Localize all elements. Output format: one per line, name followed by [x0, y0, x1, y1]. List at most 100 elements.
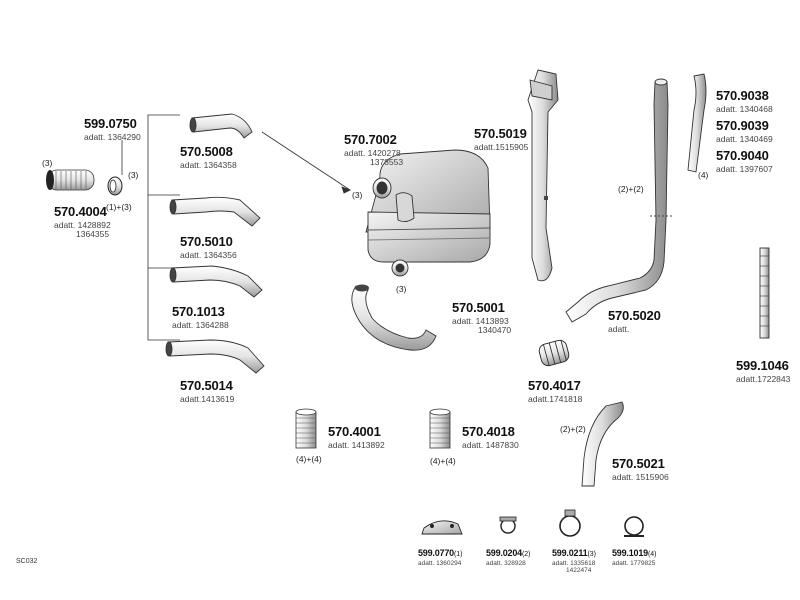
- part-qty: (4): [647, 551, 657, 558]
- part-number: 570.5019: [474, 126, 527, 141]
- label-570-4001: 570.4001 adatt. 1413892: [328, 424, 385, 450]
- pipe-group-left: [165, 113, 265, 374]
- part-sub: adatt. 1420278: [344, 147, 401, 158]
- label-599-0770: 599.0770(1) adatt. 1360294: [418, 544, 463, 568]
- part-sub: adatt. 1413893: [452, 315, 509, 326]
- joint-570-4017: [538, 339, 570, 367]
- part-sub: adatt.1722843: [736, 373, 791, 384]
- clamp-599-0750: [107, 176, 123, 196]
- part-sub: adatt. 1340468: [716, 103, 773, 114]
- label-570-4004: 570.4004 adatt. 1428892 1364355: [54, 204, 111, 239]
- part-number: 570.5020: [608, 308, 661, 323]
- diagram-code: SC032: [16, 558, 38, 565]
- part-number: 599.0211: [552, 548, 588, 558]
- corrugated-pipe-570-4004: [46, 169, 95, 191]
- pipe-570-5021: [581, 401, 624, 487]
- part-number: 599.1046: [736, 358, 789, 373]
- clamp-599-1019: [624, 516, 644, 537]
- part-sub: adatt.1741818: [528, 393, 583, 404]
- pipe-570-5001: [351, 285, 437, 351]
- part-number: 570.9039: [716, 118, 769, 133]
- part-sub: adatt. 1397607: [716, 163, 773, 174]
- qty-note: (4)+(4): [430, 456, 456, 466]
- part-number: 599.0750: [84, 116, 137, 131]
- label-570-1013: 570.1013 adatt. 1364288: [172, 304, 229, 330]
- part-sub: adatt. 1515906: [612, 471, 669, 482]
- strip-599-1046: [759, 247, 770, 339]
- qty-note: (3): [42, 158, 53, 168]
- clamp-599-0204: [499, 516, 517, 534]
- part-sub: adatt. 1335618: [552, 559, 596, 567]
- label-570-5010: 570.5010 adatt. 1364356: [180, 234, 237, 260]
- part-number: 570.9038: [716, 88, 769, 103]
- part-number: 570.9040: [716, 148, 769, 163]
- part-sub: adatt. 1428892: [54, 219, 111, 230]
- part-number: 570.5014: [180, 378, 233, 393]
- pipe-570-5019: [527, 69, 559, 282]
- part-number: 570.4018: [462, 424, 515, 439]
- part-sub: adatt. 1364290: [84, 131, 141, 142]
- part-number: 570.5001: [452, 300, 505, 315]
- part-sub: adatt. 1340469: [716, 133, 773, 144]
- label-570-5008: 570.5008 adatt. 1364358: [180, 144, 237, 170]
- label-570-5014: 570.5014 adatt.1413619: [180, 378, 234, 404]
- label-570-4018: 570.4018 adatt. 1487830: [462, 424, 519, 450]
- part-sub: adatt. 1360294: [418, 559, 462, 567]
- part-qty: (1): [453, 551, 463, 558]
- label-599-1019: 599.1019(4) adatt. 1779825: [612, 544, 657, 568]
- qty-note: (4): [698, 170, 709, 180]
- part-sub: adatt. 1487830: [462, 439, 519, 450]
- bracket-599-0770: [421, 520, 463, 535]
- part-sub2: 1422474: [566, 566, 592, 574]
- muffler-570-7002: [365, 149, 491, 277]
- part-qty: (3): [587, 551, 597, 558]
- label-570-9040: 570.9040 adatt. 1397607: [716, 148, 773, 174]
- label-599-0211: 599.0211(3) adatt. 1335618 1422474: [552, 544, 596, 574]
- leader-lines: [121, 114, 351, 341]
- part-number: 599.0770: [418, 548, 454, 558]
- part-sub2: 1340470: [478, 324, 512, 335]
- part-qty: (2): [521, 551, 531, 558]
- part-number: 570.1013: [172, 304, 225, 319]
- part-sub: adatt. 1413892: [328, 439, 385, 450]
- qty-note: (3): [396, 284, 407, 294]
- qty-note: (1)+(3): [106, 202, 132, 212]
- label-570-4017: 570.4017 adatt.1741818: [528, 378, 582, 404]
- flex-tube-570-4001: [295, 408, 317, 449]
- label-570-9039: 570.9039 adatt. 1340469: [716, 118, 773, 144]
- part-sub: adatt. 1364288: [172, 319, 229, 330]
- part-sub2: 1364355: [76, 228, 110, 239]
- part-number: 570.5008: [180, 144, 233, 159]
- part-number: 570.7002: [344, 132, 397, 147]
- qty-note: (3): [352, 190, 363, 200]
- part-sub: adatt.: [608, 323, 630, 334]
- part-sub: adatt. 1364358: [180, 159, 237, 170]
- clamp-599-0211: [559, 509, 581, 537]
- label-570-5001: 570.5001 adatt. 1413893 1340470: [452, 300, 511, 335]
- pipe-570-9038: [687, 73, 707, 173]
- label-599-0204: 599.0204(2) adatt. 328928: [486, 544, 531, 568]
- part-sub: adatt.1515905: [474, 141, 529, 152]
- pipe-570-5020: [565, 78, 672, 323]
- part-number: 570.4004: [54, 204, 107, 219]
- part-sub2: 1378553: [370, 156, 404, 167]
- part-number: 599.1019: [612, 548, 648, 558]
- part-sub: adatt.1413619: [180, 393, 235, 404]
- part-sub: adatt. 328928: [486, 559, 526, 567]
- label-570-5021: 570.5021 adatt. 1515906: [612, 456, 669, 482]
- label-599-0750: 599.0750 adatt. 1364290: [84, 116, 141, 142]
- label-570-5020: 570.5020 adatt.: [608, 308, 661, 334]
- part-number: 570.5021: [612, 456, 665, 471]
- part-number: 570.4017: [528, 378, 581, 393]
- label-570-9038: 570.9038 adatt. 1340468: [716, 88, 773, 114]
- part-sub: adatt. 1779825: [612, 559, 656, 567]
- qty-note: (2)+(2): [618, 184, 644, 194]
- part-number: 599.0204: [486, 548, 522, 558]
- label-570-5019: 570.5019 adatt.1515905: [474, 126, 528, 152]
- label-599-1046: 599.1046 adatt.1722843: [736, 358, 790, 384]
- part-sub: adatt. 1364356: [180, 249, 237, 260]
- qty-note: (3): [128, 170, 139, 180]
- qty-note: (2)+(2): [560, 424, 586, 434]
